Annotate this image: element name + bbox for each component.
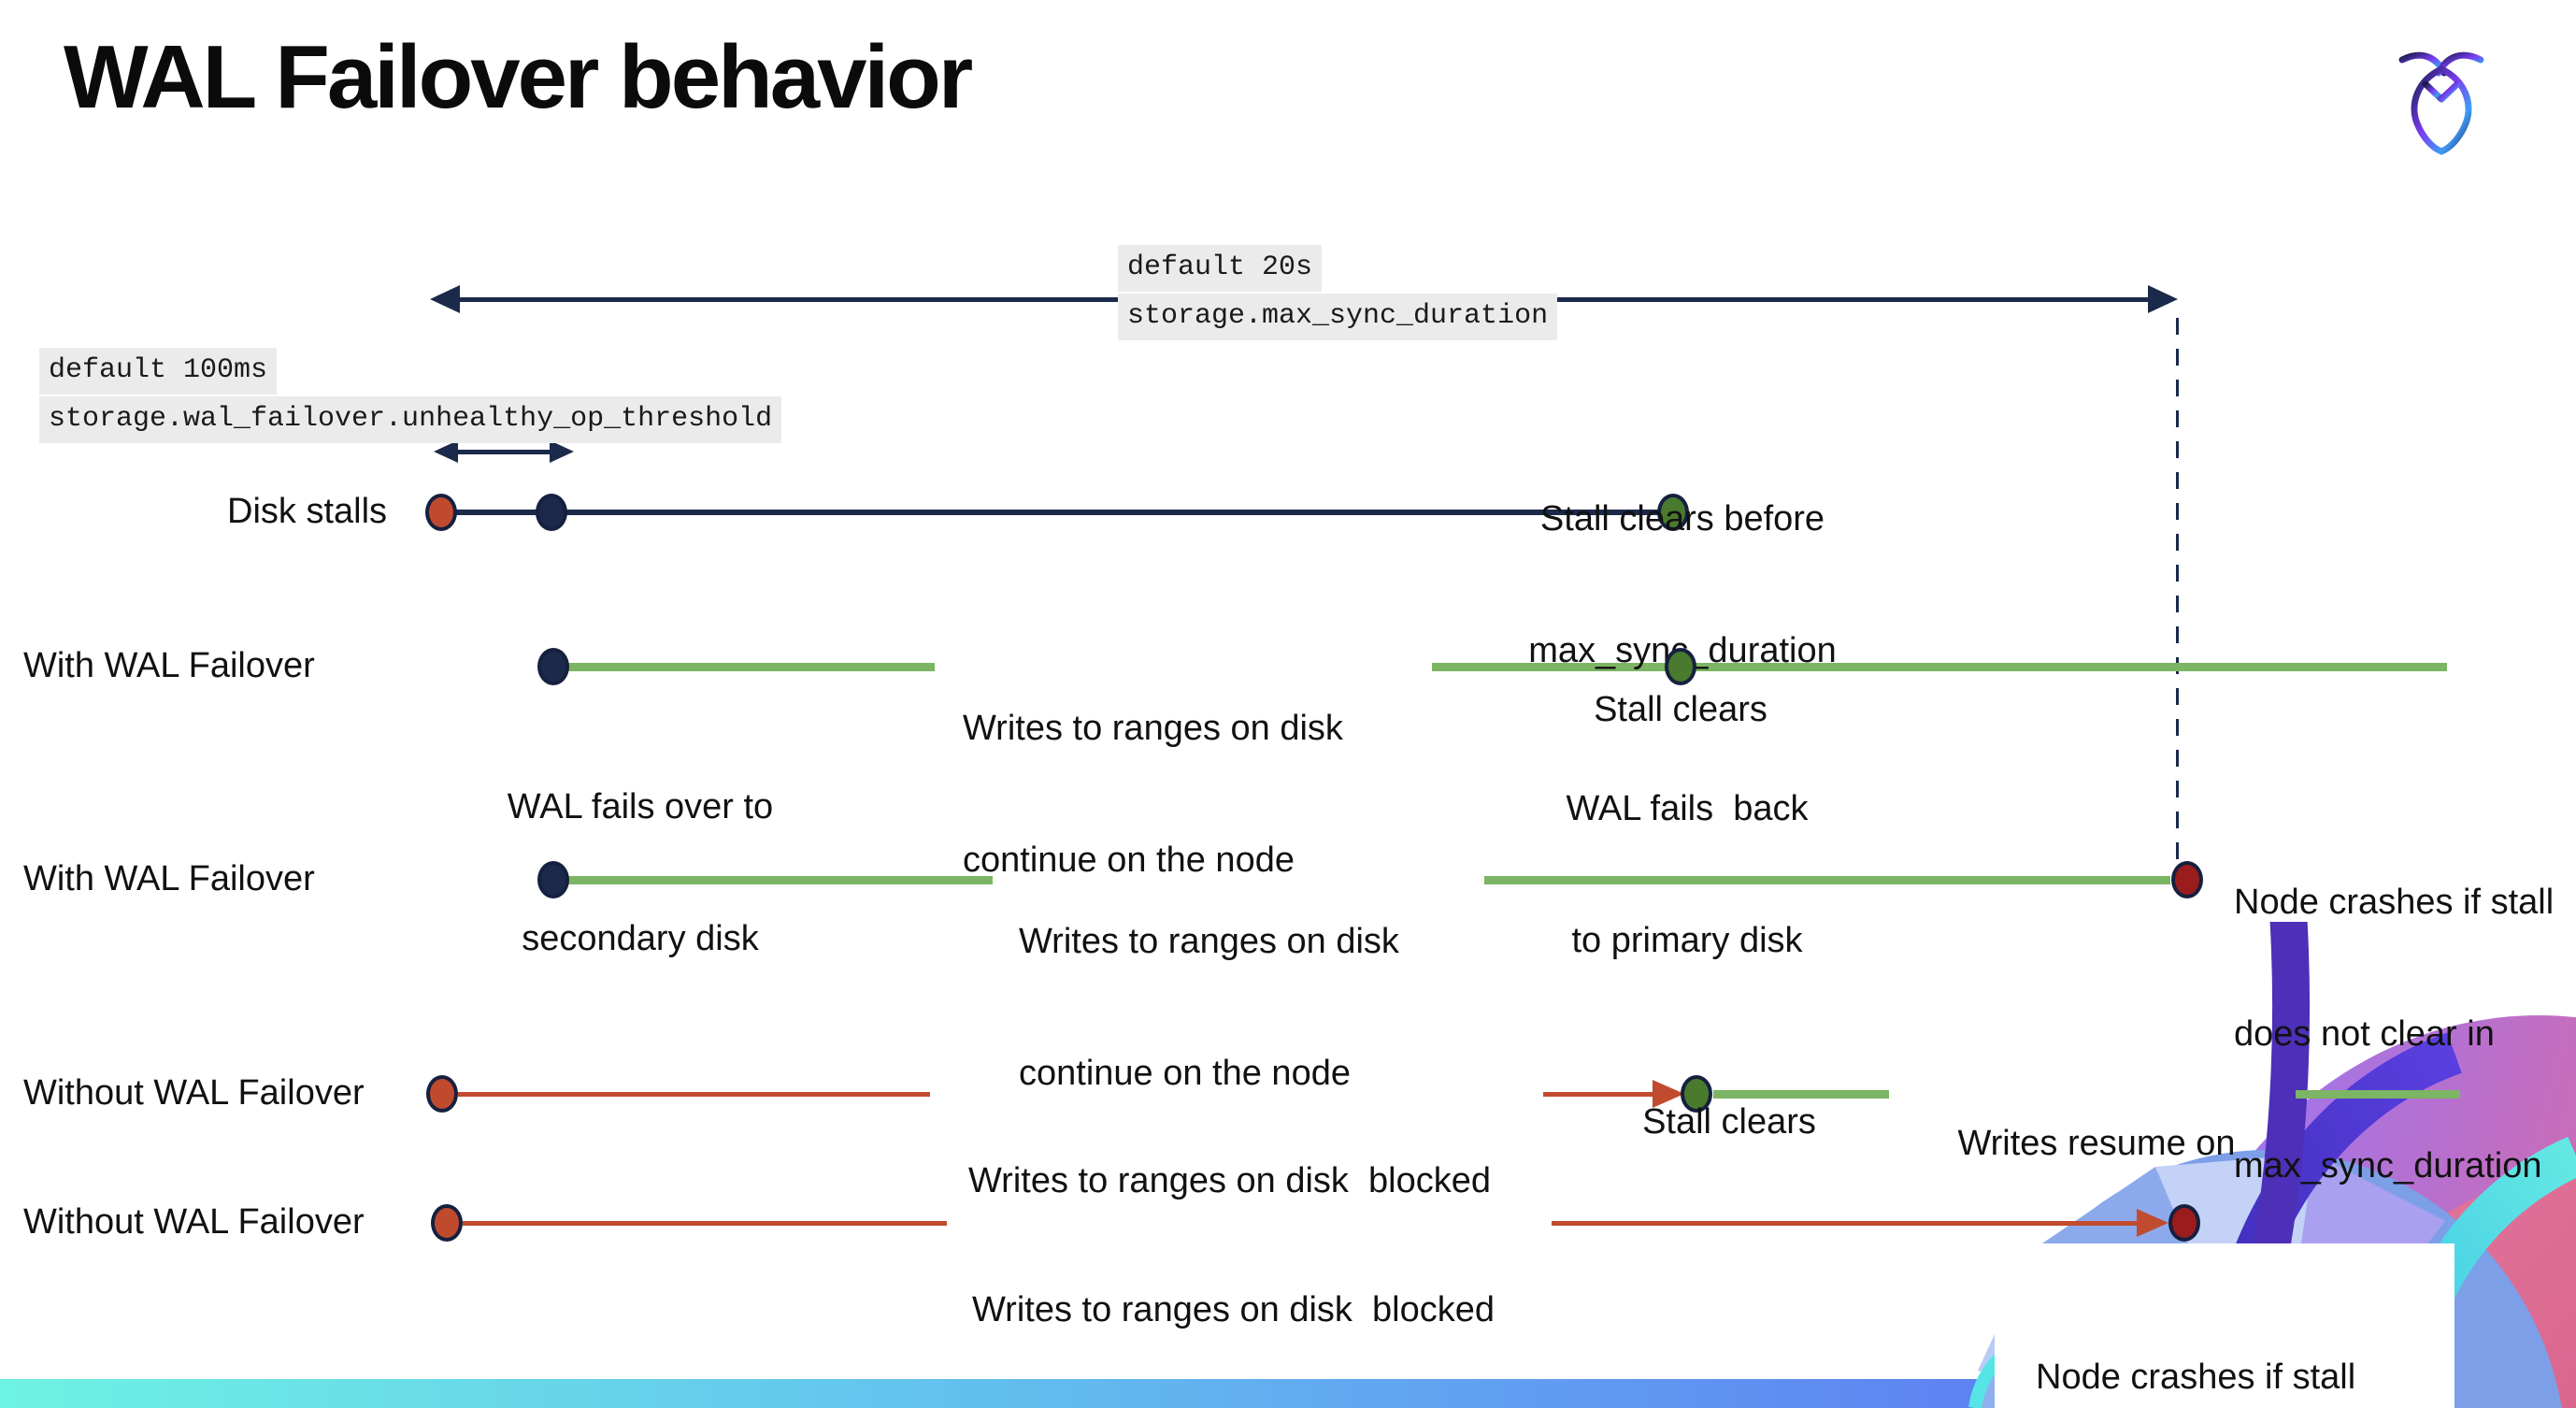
row-label-disk-stalls: Disk stalls — [227, 492, 388, 531]
stall-start-dot — [431, 1204, 463, 1242]
writes-continue-note: Writes to ranges on disk continue on the… — [1019, 832, 1399, 1184]
red-arrow-head-icon — [2137, 1209, 2168, 1237]
node-crashes-note: Node crashes if stall does not clear in … — [2036, 1268, 2355, 1408]
healthy-writes-line — [561, 876, 993, 884]
unhealthy-threshold-arrow-line — [454, 450, 551, 454]
blocked-writes-line — [458, 1092, 930, 1097]
note-line: continue on the node — [1019, 1054, 1351, 1093]
healthy-writes-line — [1432, 663, 2447, 671]
note-line: max_sync_duration — [2234, 1146, 2542, 1185]
note-line: Writes to ranges on disk — [1019, 922, 1399, 961]
max-sync-default-value: default 20s — [1118, 245, 1323, 292]
wal-fails-back-note: WAL fails back to primary disk — [1533, 699, 1841, 1051]
node-crashes-note: Node crashes if stall does not clear in … — [2234, 793, 2554, 1276]
cockroachdb-logo-icon — [2398, 51, 2484, 155]
note-line: Writes to ranges on disk blocked — [972, 1290, 1496, 1329]
writes-blocked-note: Writes to ranges on disk blocked — [972, 1200, 1495, 1408]
node-crashes-callout: Node crashes if stall does not clear in … — [1995, 1243, 2454, 1408]
note-line: Stall clears — [1642, 1102, 1816, 1142]
blocked-writes-line — [1543, 1092, 1657, 1097]
disk-stall-timeline — [441, 510, 1673, 515]
stall-clear-dot — [1657, 494, 1689, 531]
crash-dot — [2168, 1204, 2200, 1242]
stall-start-dot — [425, 494, 457, 531]
row-label-with-wal-1: With WAL Failover — [23, 646, 315, 685]
writes-continue-note: Writes to ranges on disk continue on the… — [963, 619, 1343, 970]
stall-clears-note: Stall clears — [1589, 1013, 1869, 1232]
red-arrow-head-icon — [1653, 1080, 1684, 1108]
note-line: continue on the node — [963, 840, 1295, 880]
healthy-writes-line — [1484, 876, 2170, 884]
small-arrow-head-left-icon — [434, 440, 458, 463]
crash-dot — [2171, 861, 2203, 898]
stall-clear-dot — [1665, 648, 1696, 685]
row-label-with-wal-2: With WAL Failover — [23, 859, 315, 898]
note-line: secondary disk — [522, 919, 759, 958]
max-sync-deadline-dashed-line — [2176, 318, 2179, 862]
max-sync-setting-name: storage.max_sync_duration — [1118, 294, 1558, 340]
unhealthy-op-threshold-label: default 100ms storage.wal_failover.unhea… — [39, 348, 782, 445]
wal-fails-over-note: WAL fails over to secondary disk — [486, 697, 794, 1049]
resumed-writes-line — [2296, 1090, 2460, 1099]
blocked-writes-line — [1552, 1221, 2139, 1226]
note-line: WAL fails back — [1566, 789, 1809, 828]
healthy-writes-line — [561, 663, 935, 671]
note-line: Writes to ranges on disk blocked — [968, 1161, 1492, 1200]
blocked-writes-line — [463, 1221, 947, 1226]
row-label-without-wal-1: Without WAL Failover — [23, 1073, 365, 1113]
arrow-head-right-icon — [2148, 285, 2178, 313]
note-line: Writes resume on — [1957, 1124, 2236, 1163]
resumed-writes-line — [1713, 1090, 1889, 1099]
stall-start-dot — [426, 1075, 458, 1113]
unhealthy-setting-name: storage.wal_failover.unhealthy_op_thresh… — [39, 396, 782, 443]
stall-clear-dot — [1681, 1075, 1712, 1113]
small-arrow-head-right-icon — [550, 440, 574, 463]
row-label-without-wal-2: Without WAL Failover — [23, 1202, 365, 1242]
stall-clears-note: Stall clears — [1550, 600, 1811, 820]
note-line: Writes to ranges on disk — [963, 709, 1343, 748]
note-line: Stall clears — [1594, 690, 1767, 729]
note-line: Node crashes if stall — [2036, 1358, 2356, 1397]
note-line: Node crashes if stall — [2234, 883, 2555, 922]
note-line: Stall clears before — [1539, 499, 1825, 539]
unhealthy-default-value: default 100ms — [39, 348, 278, 395]
note-line: to primary disk — [1571, 921, 1803, 960]
writes-blocked-note: Writes to ranges on disk blocked — [968, 1071, 1491, 1291]
arrow-head-left-icon — [430, 285, 460, 313]
failover-dot — [537, 861, 569, 898]
note-line: WAL fails over to — [507, 787, 774, 826]
max-sync-duration-label: default 20s storage.max_sync_duration — [1118, 245, 1558, 342]
page-title: WAL Failover behavior — [64, 27, 973, 127]
failover-dot — [537, 648, 569, 685]
threshold-dot — [536, 494, 567, 531]
note-line: does not clear in — [2234, 1014, 2495, 1054]
